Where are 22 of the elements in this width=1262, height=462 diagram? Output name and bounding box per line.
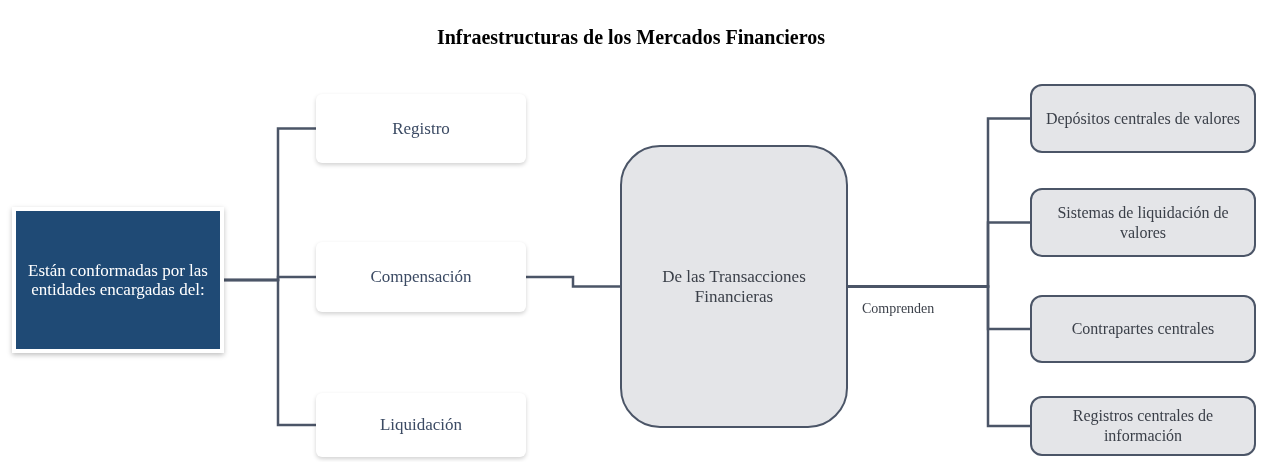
node-text: Registro [392, 117, 450, 140]
process-box [316, 242, 526, 312]
diagram-title: Infraestructuras de los Mercados Financieros [436, 25, 826, 50]
node-text: Registros centrales de información [1071, 406, 1215, 446]
connector-line [224, 278, 316, 427]
category-box [1030, 396, 1256, 456]
node-text: Contrapartes centrales [1071, 319, 1215, 339]
connector-note: Comprenden [862, 300, 935, 318]
node-text: De las Transacciones Financieras [661, 266, 807, 307]
node-text: Depósitos centrales de valores [1045, 108, 1241, 129]
category-box [1030, 188, 1256, 257]
process-box [316, 393, 526, 457]
node-text: Están conformadas por las entidades encargadas del: [28, 261, 208, 299]
node-text: Sistemas de liquidación de valores [1056, 202, 1230, 243]
node-text: Compensación [370, 266, 472, 289]
category-box [1030, 84, 1256, 153]
node-text: Liquidación [379, 414, 463, 437]
rounded-box [620, 145, 848, 428]
category-box [1030, 295, 1256, 363]
connector-line [526, 275, 620, 288]
process-box [316, 94, 526, 163]
connector-line [848, 285, 1030, 428]
